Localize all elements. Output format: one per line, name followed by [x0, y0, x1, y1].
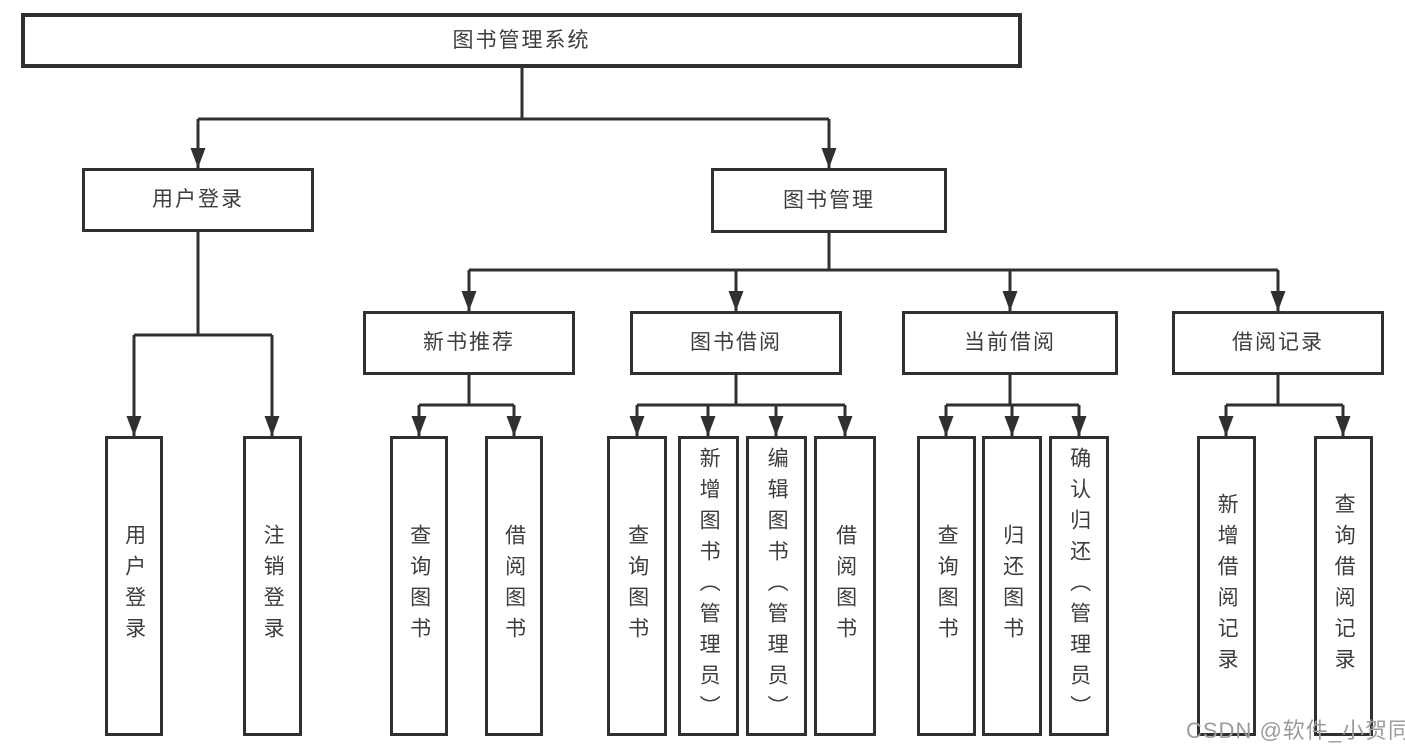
connector-records-to-leaves — [1218, 375, 1351, 436]
node-new-book-recommend: 新书推荐 — [363, 311, 575, 375]
connector-borrow-to-leaves — [629, 375, 853, 436]
leaf-label: 编辑图书（管理员） — [765, 446, 789, 726]
leaf-query-books-current: 查询图书 — [917, 436, 976, 736]
leaf-user-login: 用户登录 — [105, 436, 163, 736]
connector-userlogin-to-leaves — [126, 232, 280, 436]
connector-current-to-leaves — [938, 375, 1087, 436]
leaf-label: 确认归还（管理员） — [1067, 446, 1091, 726]
connector-newbooks-to-leaves — [411, 375, 522, 436]
node-current-borrowing: 当前借阅 — [902, 311, 1118, 375]
leaf-return-books: 归还图书 — [982, 436, 1042, 736]
connector-root-to-level2 — [190, 68, 837, 168]
leaf-label: 用户登录 — [122, 524, 146, 648]
leaf-label: 注销登录 — [261, 524, 285, 648]
leaf-label: 查询图书 — [935, 524, 959, 648]
node-user-login: 用户登录 — [82, 168, 314, 232]
leaf-confirm-return-admin: 确认归还（管理员） — [1049, 436, 1109, 736]
leaf-query-books-borrow: 查询图书 — [607, 436, 667, 736]
node-book-management: 图书管理 — [711, 168, 947, 233]
leaf-label: 查询图书 — [625, 524, 649, 648]
csdn-watermark: CSDN @软件_小贺同学 — [1186, 718, 1405, 743]
leaf-label: 查询借阅记录 — [1332, 493, 1356, 679]
connector-bookmgmt-to-modules — [461, 233, 1286, 311]
leaf-logout: 注销登录 — [243, 436, 302, 736]
node-borrowing-records: 借阅记录 — [1172, 311, 1384, 375]
leaf-label: 借阅图书 — [502, 524, 526, 648]
node-book-borrowing: 图书借阅 — [630, 311, 842, 375]
leaf-label: 新增借阅记录 — [1215, 493, 1239, 679]
leaf-add-borrow-record: 新增借阅记录 — [1197, 436, 1256, 736]
leaf-label: 借阅图书 — [833, 524, 857, 648]
leaf-label: 查询图书 — [407, 524, 431, 648]
leaf-add-books-admin: 新增图书（管理员） — [678, 436, 739, 736]
leaf-borrow-books: 借阅图书 — [814, 436, 876, 736]
leaf-borrow-books-recommend: 借阅图书 — [485, 436, 543, 736]
node-root-system: 图书管理系统 — [21, 13, 1022, 68]
leaf-query-borrow-record: 查询借阅记录 — [1314, 436, 1373, 736]
leaf-query-books-recommend: 查询图书 — [390, 436, 448, 736]
leaf-label: 新增图书（管理员） — [697, 446, 721, 726]
leaf-edit-books-admin: 编辑图书（管理员） — [746, 436, 807, 736]
leaf-label: 归还图书 — [1000, 524, 1024, 648]
